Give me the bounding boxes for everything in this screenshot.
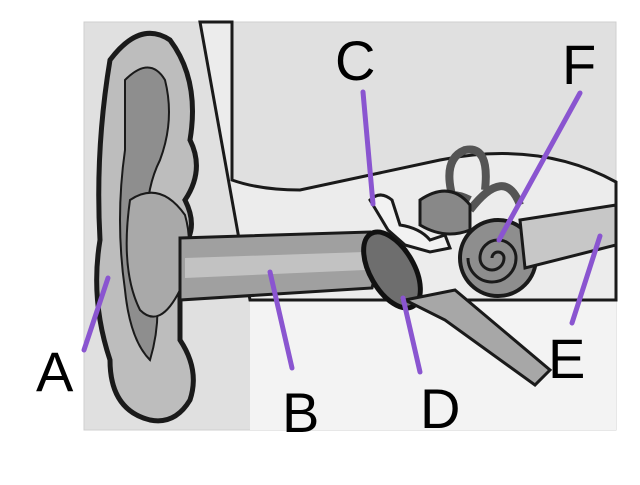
eardrum bbox=[361, 229, 423, 311]
leader-C bbox=[360, 89, 376, 207]
leader-E bbox=[569, 233, 603, 326]
ossicles bbox=[368, 193, 453, 254]
eustachian-tube bbox=[400, 288, 553, 387]
label-F: F bbox=[562, 33, 596, 96]
leader-D bbox=[400, 295, 423, 375]
label-D: D bbox=[420, 377, 460, 440]
leader-lines bbox=[81, 89, 603, 375]
leader-A bbox=[81, 275, 111, 353]
ear-canal-highlight bbox=[185, 252, 365, 278]
auditory-nerve bbox=[518, 203, 618, 270]
cochlea-spiral bbox=[466, 238, 518, 284]
bone-region bbox=[250, 300, 616, 430]
label-A: A bbox=[36, 340, 74, 403]
label-E: E bbox=[548, 327, 585, 390]
leader-F bbox=[496, 90, 583, 243]
vestibule bbox=[418, 189, 472, 236]
leader-B bbox=[267, 269, 295, 371]
label-C: C bbox=[335, 29, 375, 92]
label-B: B bbox=[282, 381, 319, 444]
